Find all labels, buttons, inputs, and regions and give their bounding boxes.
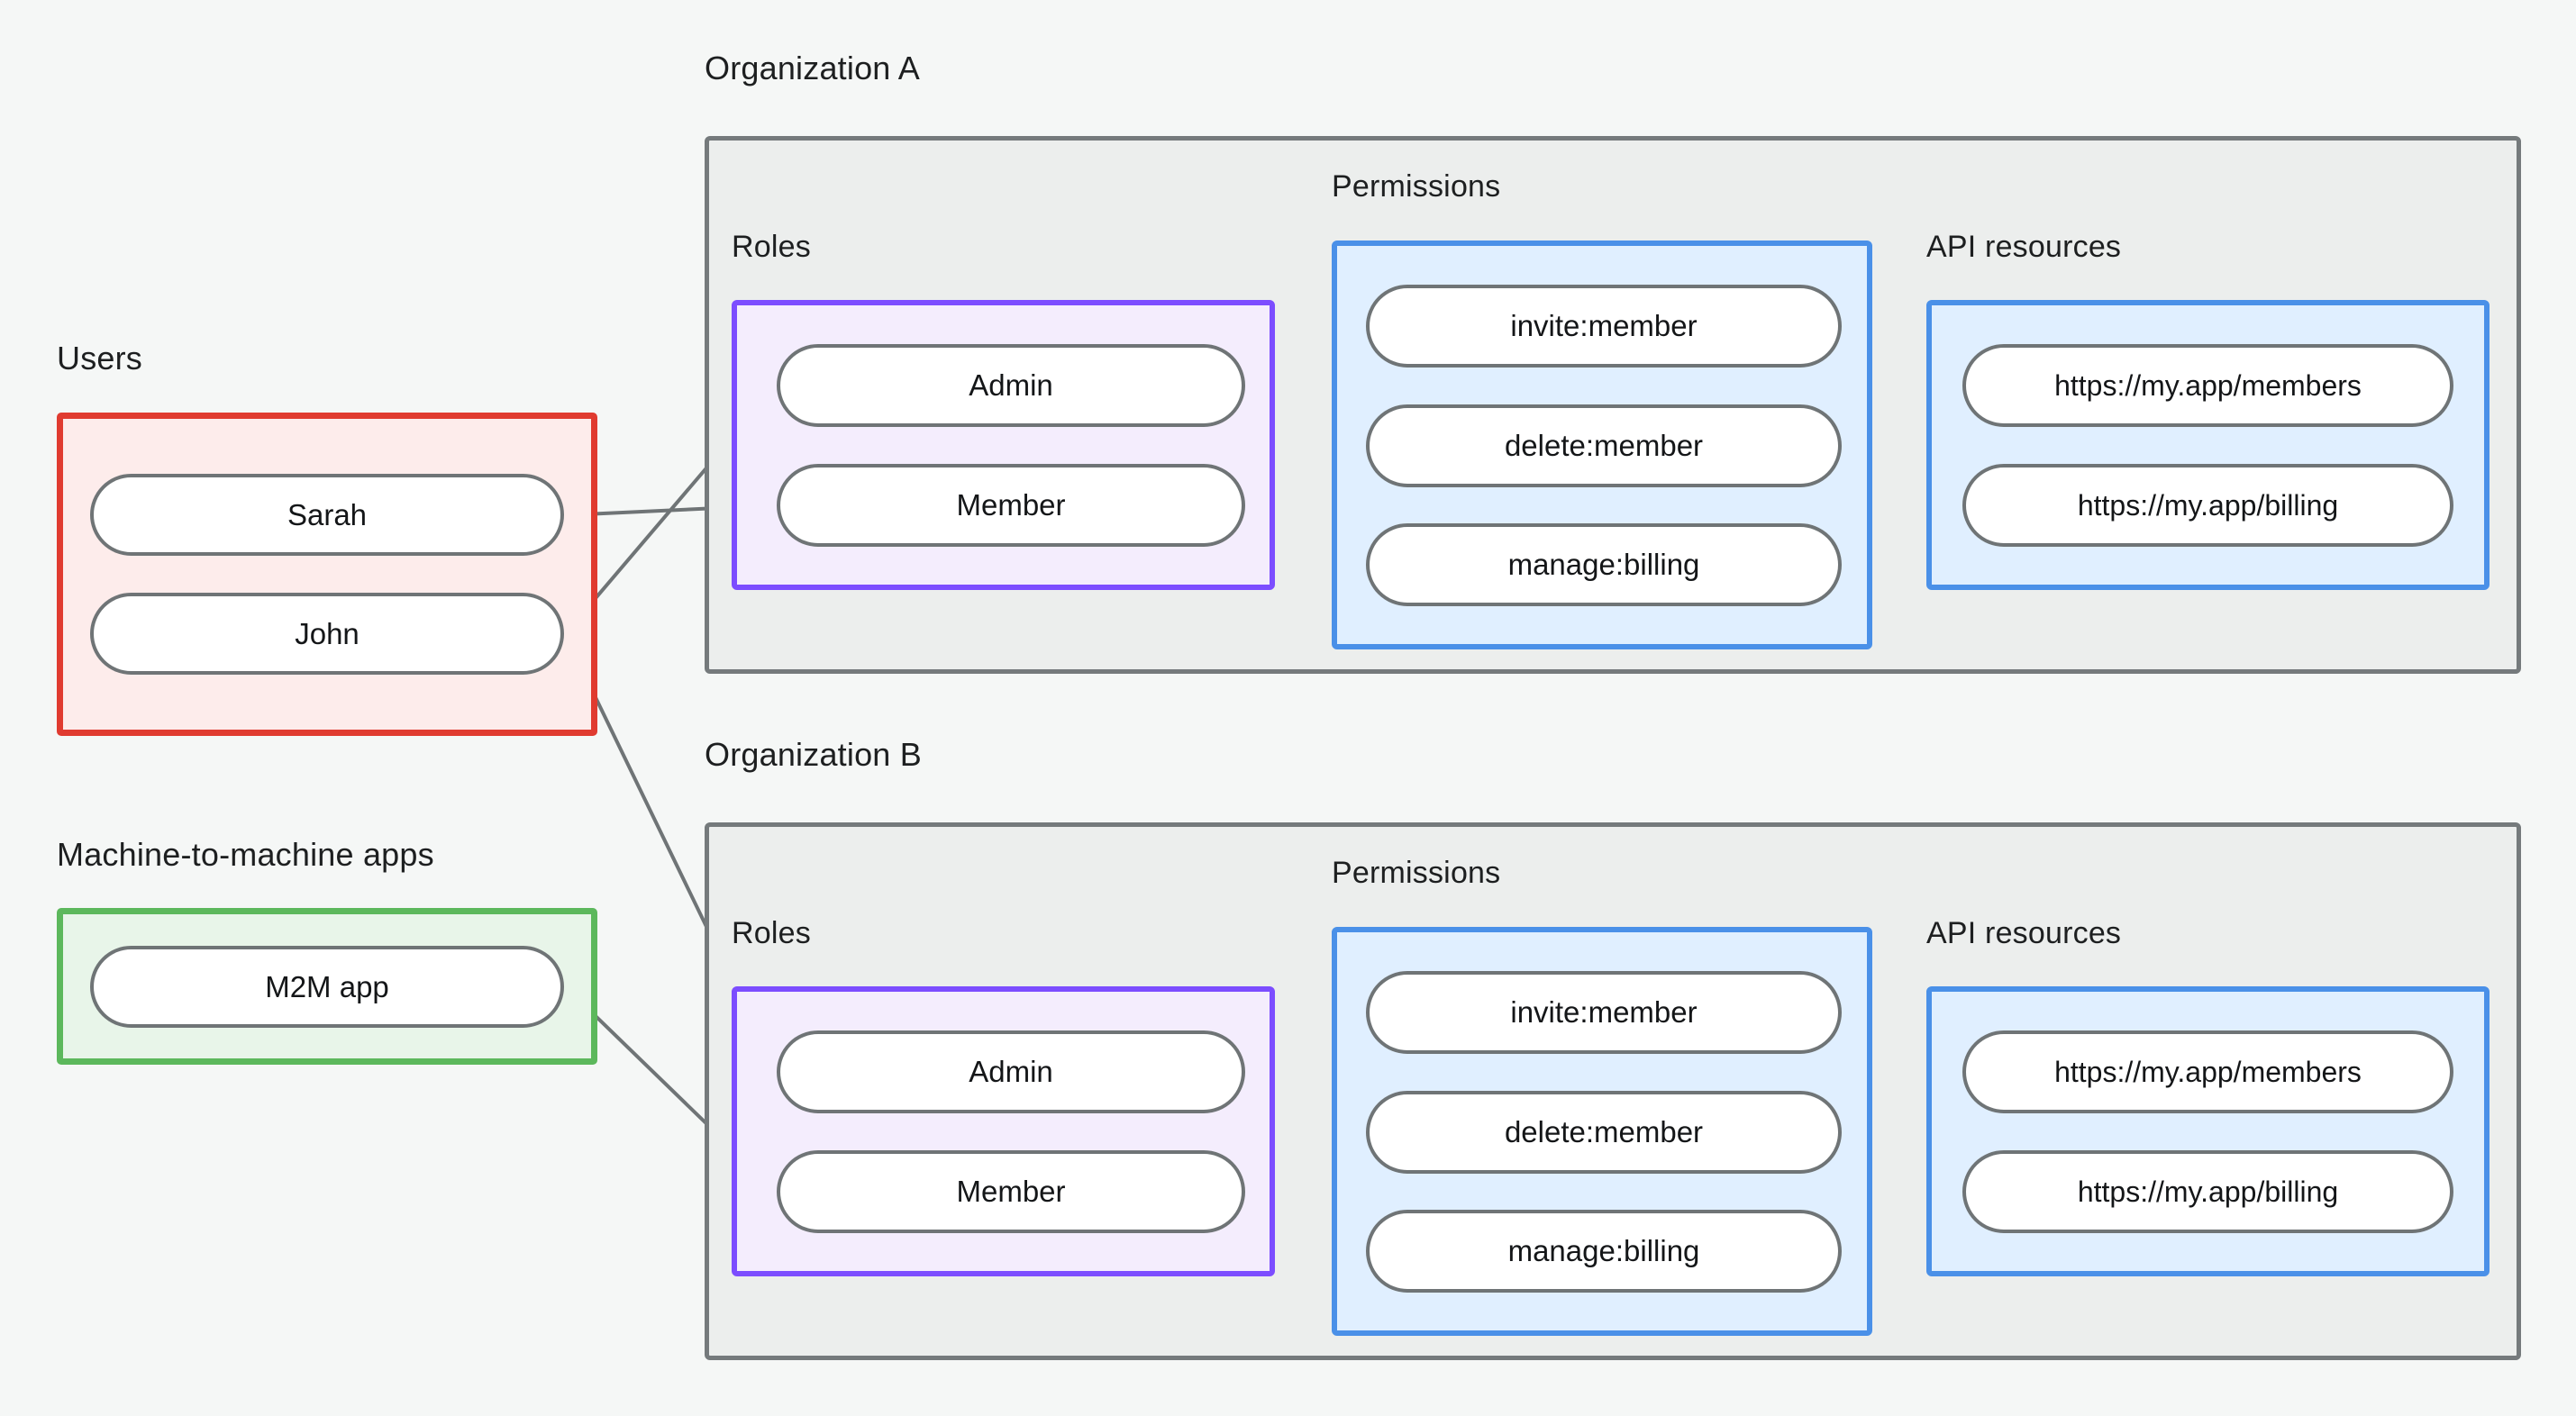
org-a-role-admin[interactable]: Admin	[777, 344, 1245, 427]
org-b-role-member[interactable]: Member	[777, 1150, 1245, 1233]
org-a-label: Organization A	[705, 50, 920, 86]
org-a-permissions-label: Permissions	[1332, 169, 1501, 204]
org-a-api-resources-label: API resources	[1926, 230, 2122, 264]
org-a-role-member[interactable]: Member	[777, 464, 1245, 547]
org-b-roles-label: Roles	[732, 916, 811, 950]
users-group-box	[57, 413, 597, 736]
org-a-api-resource-members[interactable]: https://my.app/members	[1962, 344, 2453, 427]
users-group-label: Users	[57, 340, 143, 377]
org-b-api-resources-label: API resources	[1926, 916, 2122, 950]
m2m-group-label: Machine-to-machine apps	[57, 836, 434, 873]
org-b-api-resource-members[interactable]: https://my.app/members	[1962, 1030, 2453, 1113]
org-a-permission-manage-billing[interactable]: manage:billing	[1366, 523, 1842, 606]
m2m-node-app[interactable]: M2M app	[90, 946, 564, 1028]
org-b-role-admin[interactable]: Admin	[777, 1030, 1245, 1113]
org-a-permission-invite-member[interactable]: invite:member	[1366, 285, 1842, 368]
org-a-api-resource-billing[interactable]: https://my.app/billing	[1962, 464, 2453, 547]
user-node-sarah[interactable]: Sarah	[90, 474, 564, 556]
org-b-permission-manage-billing[interactable]: manage:billing	[1366, 1210, 1842, 1293]
org-b-api-resource-billing[interactable]: https://my.app/billing	[1962, 1150, 2453, 1233]
org-b-permission-delete-member[interactable]: delete:member	[1366, 1091, 1842, 1174]
org-b-permission-invite-member[interactable]: invite:member	[1366, 971, 1842, 1054]
org-a-roles-label: Roles	[732, 230, 811, 264]
org-b-label: Organization B	[705, 736, 922, 773]
org-a-permission-delete-member[interactable]: delete:member	[1366, 404, 1842, 487]
user-node-john[interactable]: John	[90, 593, 564, 675]
org-b-permissions-label: Permissions	[1332, 856, 1501, 890]
